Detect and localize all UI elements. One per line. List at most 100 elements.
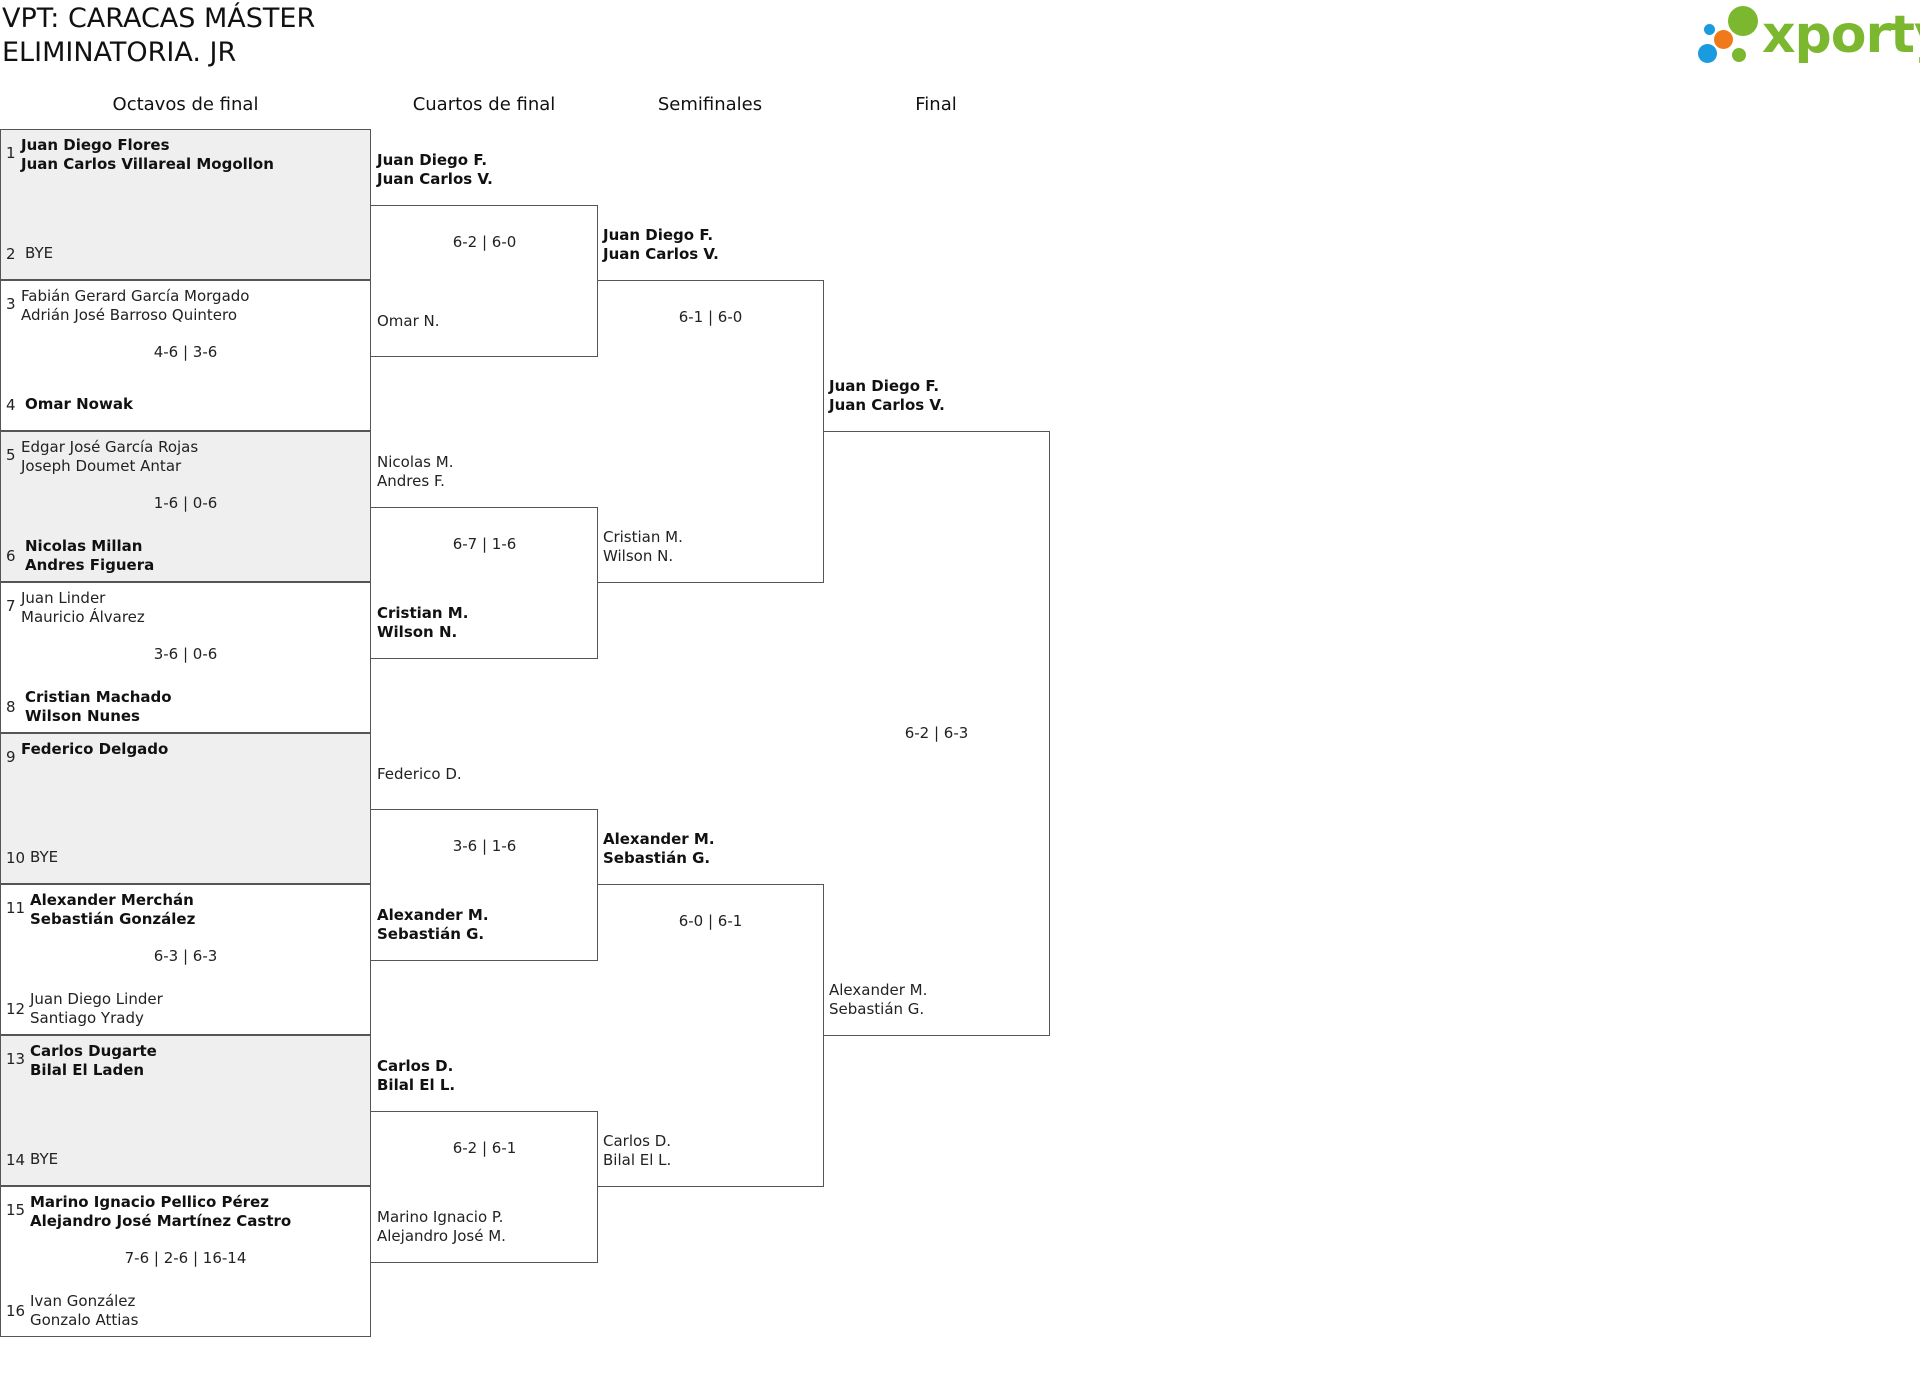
player-name: Fabián Gerard García Morgado xyxy=(21,287,250,305)
match-score: 6-7 | 1-6 xyxy=(452,534,517,553)
r16-match-box xyxy=(0,1186,371,1337)
player-name: Juan Linder xyxy=(21,589,106,607)
bracket-team-name: Juan Carlos V. xyxy=(377,169,493,188)
bracket-team-name: Federico D. xyxy=(377,764,462,783)
bracket-team-name: Marino Ignacio P. xyxy=(377,1207,504,1226)
logo-dot-green xyxy=(1728,6,1758,36)
match-score: 6-2 | 6-0 xyxy=(452,232,517,251)
seed-number: 2 xyxy=(6,245,16,263)
page-title: VPT: CARACAS MÁSTER ELIMINATORIA. JR xyxy=(2,2,315,70)
seed-number: 3 xyxy=(6,295,16,313)
title-line-2: ELIMINATORIA. JR xyxy=(2,37,237,68)
bracket-team-name: Carlos D. xyxy=(377,1056,454,1075)
player-name: Alejandro José Martínez Castro xyxy=(30,1212,292,1230)
bracket-team-name: Juan Diego F. xyxy=(377,150,488,169)
player-name: Carlos Dugarte xyxy=(30,1042,157,1060)
player-name: Juan Diego Flores xyxy=(21,136,170,154)
player-name: Edgar José García Rojas xyxy=(21,438,199,456)
round-header-qf: Cuartos de final xyxy=(412,94,556,115)
bracket-team-name: Sebastián G. xyxy=(829,1000,925,1018)
player-name: Federico Delgado xyxy=(21,740,169,758)
bracket-team-name: Sebastián G. xyxy=(603,849,711,867)
logo-dot-blue xyxy=(1698,44,1717,63)
player-name: Santiago Yrady xyxy=(30,1009,144,1027)
player-name: Omar Nowak xyxy=(25,395,133,413)
player-name: Sebastián González xyxy=(30,910,196,928)
seed-number: 13 xyxy=(6,1050,26,1068)
player-name: Ivan González xyxy=(30,1292,136,1310)
r16-match-box xyxy=(0,129,371,280)
match-score: 6-3 | 6-3 xyxy=(153,947,218,965)
logo-text: xporty xyxy=(1762,5,1920,65)
seed-number: 16 xyxy=(6,1302,26,1320)
player-name: Marino Ignacio Pellico Pérez xyxy=(30,1193,269,1211)
bracket-team-name: Juan Carlos V. xyxy=(829,396,945,414)
bracket-team-name: Bilal El L. xyxy=(377,1075,456,1094)
round-header-sf: Semifinales xyxy=(657,94,763,115)
player-name: Mauricio Álvarez xyxy=(21,608,145,626)
bracket-team-name: Alexander M. xyxy=(603,830,715,848)
r16-match-box xyxy=(0,733,371,884)
player-name: Bilal El Laden xyxy=(30,1061,145,1079)
bracket-team-name: Bilal El L. xyxy=(603,1151,672,1169)
match-score: 7-6 | 2-6 | 16-14 xyxy=(124,1249,247,1267)
round-header-final: Final xyxy=(915,94,957,115)
logo-dot-orange xyxy=(1714,30,1733,49)
bracket-team-name: Alexander M. xyxy=(377,905,489,924)
match-score: 1-6 | 0-6 xyxy=(153,494,218,512)
r16-match-box xyxy=(0,1035,371,1186)
seed-number: 9 xyxy=(6,748,16,766)
xporty-logo: xporty xyxy=(1694,4,1920,70)
bracket-team-name: Sebastián G. xyxy=(377,924,485,943)
player-name: Joseph Doumet Antar xyxy=(21,457,182,475)
seed-number: 8 xyxy=(6,698,16,716)
bracket-team-name: Carlos D. xyxy=(603,1132,672,1150)
match-score: 3-6 | 1-6 xyxy=(452,836,517,855)
r16-match-box xyxy=(0,884,371,1035)
player-name: Adrián José Barroso Quintero xyxy=(21,306,238,324)
player-name: BYE xyxy=(30,848,59,866)
bracket-team-name: Juan Diego F. xyxy=(829,377,940,395)
seed-number: 4 xyxy=(6,396,16,414)
bracket-team-name: Omar N. xyxy=(377,311,440,330)
bracket-team-name: Alexander M. xyxy=(829,981,928,999)
r16-match-box xyxy=(0,582,371,733)
player-name: Juan Diego Linder xyxy=(30,990,163,1008)
player-name: Nicolas Millan xyxy=(25,537,143,555)
seed-number: 1 xyxy=(6,144,16,162)
seed-number: 5 xyxy=(6,446,16,464)
player-name: Juan Carlos Villareal Mogollon xyxy=(21,155,274,173)
seed-number: 14 xyxy=(6,1151,26,1169)
bracket-team-name: Wilson N. xyxy=(377,622,458,641)
bracket-team-name: Andres F. xyxy=(377,471,445,490)
player-name: Andres Figuera xyxy=(25,556,155,574)
bracket-team-name: Juan Carlos V. xyxy=(603,245,719,263)
bracket-team-name: Wilson N. xyxy=(603,547,674,565)
title-line-1: VPT: CARACAS MÁSTER xyxy=(2,3,316,34)
player-name: BYE xyxy=(25,244,54,262)
match-score: 4-6 | 3-6 xyxy=(153,343,218,361)
bracket-connector xyxy=(823,431,1050,1036)
seed-number: 10 xyxy=(6,849,26,867)
player-name: BYE xyxy=(30,1150,59,1168)
seed-number: 11 xyxy=(6,899,26,917)
seed-number: 15 xyxy=(6,1201,26,1219)
bracket-connector xyxy=(371,204,598,357)
bracket-team-name: Cristian M. xyxy=(377,603,469,622)
bracket-team-name: Juan Diego F. xyxy=(603,226,714,244)
round-header-r16: Octavos de final xyxy=(112,94,259,115)
logo-dot-blue-small xyxy=(1704,24,1715,35)
bracket-team-name: Nicolas M. xyxy=(377,452,454,471)
match-score: 3-6 | 0-6 xyxy=(153,645,218,663)
r16-match-box xyxy=(0,431,371,582)
player-name: Gonzalo Attias xyxy=(30,1311,139,1329)
match-score: 6-1 | 6-0 xyxy=(678,308,743,326)
seed-number: 6 xyxy=(6,547,16,565)
seed-number: 7 xyxy=(6,597,16,615)
r16-match-box xyxy=(0,280,371,431)
bracket-team-name: Alejandro José M. xyxy=(377,1226,506,1245)
player-name: Cristian Machado xyxy=(25,688,172,706)
match-score: 6-2 | 6-3 xyxy=(904,724,969,742)
player-name: Alexander Merchán xyxy=(30,891,194,909)
player-name: Wilson Nunes xyxy=(25,707,140,725)
